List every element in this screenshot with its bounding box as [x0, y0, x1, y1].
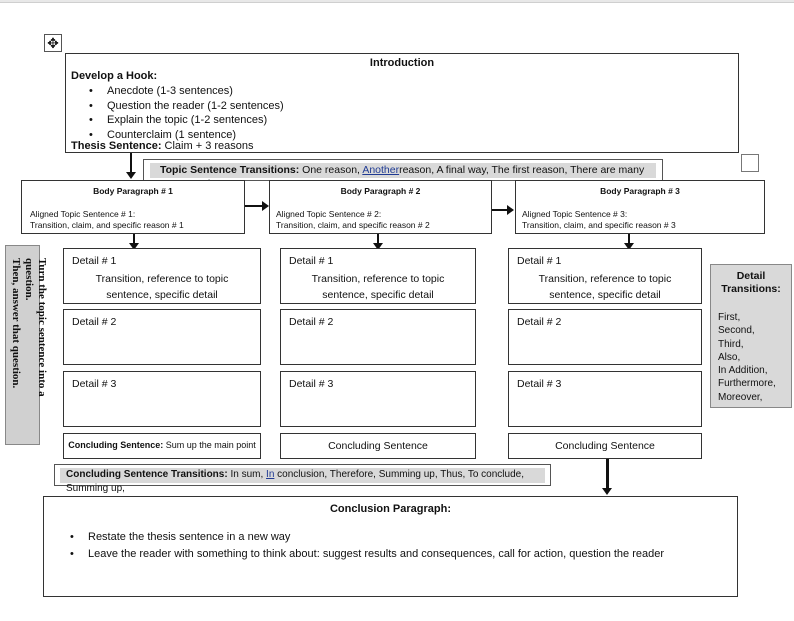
- conclusion-item: Leave the reader with something to think…: [70, 546, 664, 563]
- detail-label: Detail # 2: [289, 316, 334, 328]
- body-paragraph-title: Body Paragraph # 1: [93, 186, 173, 196]
- window-top-edge: [0, 0, 794, 3]
- detail-1-col-1: Detail # 1 Transition, reference to topi…: [63, 248, 261, 304]
- introduction-box: Introduction Develop a Hook: Anecdote (1…: [65, 53, 739, 153]
- arrow-right-icon: [492, 205, 514, 215]
- aligned-topic-desc: Transition, claim, and specific reason #…: [276, 220, 430, 230]
- detail-3-col-1: Detail # 3: [63, 371, 261, 427]
- detail-transition-item: Third,: [718, 338, 744, 350]
- detail-label: Detail # 3: [517, 378, 562, 390]
- topic-transitions-label: Topic Sentence Transitions:: [160, 164, 300, 176]
- concluding-transitions-text: conclusion, Therefore, Summing up, Thus,…: [66, 469, 524, 494]
- arrow-down-icon: [602, 459, 612, 495]
- conclusion-item: Restate the thesis sentence in a new way: [70, 529, 664, 546]
- aligned-topic-desc: Transition, claim, and specific reason #…: [522, 220, 676, 230]
- detail-label: Detail # 1: [289, 255, 334, 267]
- detail-transitions-box: Detail Transitions: First, Second, Third…: [710, 264, 792, 408]
- detail-transition-item: In Addition,: [718, 365, 768, 377]
- detail-2-col-1: Detail # 2: [63, 309, 261, 365]
- introduction-title: Introduction: [369, 57, 435, 69]
- hook-list: Anecdote (1-3 sentences) Question the re…: [71, 84, 284, 142]
- hook-item: Question the reader (1-2 sentences): [89, 99, 284, 114]
- concluding-transitions-label: Concluding Sentence Transitions:: [66, 469, 228, 480]
- hook-label: Develop a Hook:: [71, 70, 158, 82]
- detail-3-col-3: Detail # 3: [508, 371, 702, 427]
- topic-transitions-text: One reason,: [302, 164, 360, 176]
- concluding-transitions-frame: Concluding Sentence Transitions: In sum,…: [54, 464, 551, 494]
- arrow-down-icon: [373, 234, 383, 250]
- thesis-value: Claim + 3 reasons: [164, 140, 254, 152]
- body-paragraph-3: Body Paragraph # 3 Aligned Topic Sentenc…: [515, 180, 765, 234]
- arrow-down-icon: [126, 153, 136, 179]
- aligned-topic-label: Aligned Topic Sentence # 1:: [30, 209, 136, 219]
- aligned-topic-desc: Transition, claim, and specific reason #…: [30, 220, 184, 230]
- detail-transition-item: Furthermore,: [718, 378, 776, 390]
- concluding-transitions-underlined: In: [266, 469, 275, 480]
- detail-label: Detail # 2: [517, 316, 562, 328]
- side-note-box: Turn the topic sentence into a question.…: [5, 245, 48, 445]
- arrow-down-icon: [624, 234, 634, 250]
- topic-transitions-underlined: Another: [362, 164, 400, 176]
- thesis-label: Thesis Sentence:: [71, 140, 162, 152]
- detail-transitions-list: First, Second, Third, Also, In Addition,…: [718, 311, 776, 404]
- detail-2-col-2: Detail # 2: [280, 309, 476, 365]
- arrow-right-icon: [245, 201, 269, 211]
- body-paragraph-title: Body Paragraph # 2: [340, 186, 421, 196]
- topic-transitions-frame: Topic Sentence Transitions: One reason, …: [143, 159, 663, 190]
- topic-transitions-bar: Topic Sentence Transitions: One reason, …: [150, 163, 656, 190]
- conclusion-title: Conclusion Paragraph:: [329, 503, 452, 515]
- detail-label: Detail # 1: [517, 255, 562, 267]
- hook-item: Counterclaim (1 sentence): [89, 128, 284, 143]
- hook-item: Explain the topic (1-2 sentences): [89, 113, 284, 128]
- conclusion-box: Conclusion Paragraph: Restate the thesis…: [43, 496, 738, 597]
- body-paragraph-2: Body Paragraph # 2 Aligned Topic Sentenc…: [269, 180, 492, 234]
- concluding-sentence-text: Concluding Sentence: [328, 440, 428, 452]
- concluding-sentence-col-2: Concluding Sentence: [280, 433, 476, 459]
- resize-handle-icon[interactable]: [741, 154, 759, 172]
- detail-transitions-title: Detail Transitions:: [721, 270, 781, 295]
- concluding-sentence-col-1: Concluding Sentence: Sum up the main poi…: [63, 433, 261, 459]
- detail-1-col-3: Detail # 1 Transition, reference to topi…: [508, 248, 702, 304]
- hook-item: Anecdote (1-3 sentences): [89, 84, 284, 99]
- thesis-line: Thesis Sentence: Claim + 3 reasons: [71, 140, 254, 152]
- detail-transition-item: Moreover,: [718, 391, 763, 403]
- concluding-sentence-text: Concluding Sentence: Sum up the main poi…: [68, 440, 256, 450]
- concluding-sentence-col-3: Concluding Sentence: [508, 433, 702, 459]
- detail-label: Detail # 1: [72, 255, 117, 267]
- side-note-line: Turn the topic sentence into a question.: [23, 258, 48, 397]
- conclusion-list: Restate the thesis sentence in a new way…: [52, 529, 664, 563]
- detail-3-col-2: Detail # 3: [280, 371, 476, 427]
- concluding-transitions-bar: Concluding Sentence Transitions: In sum,…: [60, 468, 545, 494]
- detail-1-col-2: Detail # 1 Transition, reference to topi…: [280, 248, 476, 304]
- body-paragraph-1: Body Paragraph # 1 Aligned Topic Sentenc…: [21, 180, 245, 234]
- aligned-topic-label: Aligned Topic Sentence # 3:: [522, 209, 628, 219]
- aligned-topic-label: Aligned Topic Sentence # 2:: [276, 209, 382, 219]
- detail-label: Detail # 3: [289, 378, 334, 390]
- concluding-sentence-text: Concluding Sentence: [555, 440, 655, 452]
- detail-label: Detail # 2: [72, 316, 117, 328]
- detail-label: Detail # 3: [72, 378, 117, 390]
- detail-transition-item: Second,: [718, 325, 755, 337]
- arrow-down-icon: [129, 234, 139, 250]
- side-note-text: Turn the topic sentence into a question.…: [9, 258, 48, 438]
- concluding-transitions-text: In sum,: [230, 469, 264, 480]
- body-paragraph-title: Body Paragraph # 3: [600, 186, 680, 196]
- side-note-line: Then, answer that question.: [10, 258, 22, 389]
- detail-transition-item: First,: [718, 312, 741, 323]
- detail-2-col-3: Detail # 2: [508, 309, 702, 365]
- detail-transition-item: Also,: [718, 351, 741, 363]
- table-move-handle-icon[interactable]: ✥: [44, 34, 62, 52]
